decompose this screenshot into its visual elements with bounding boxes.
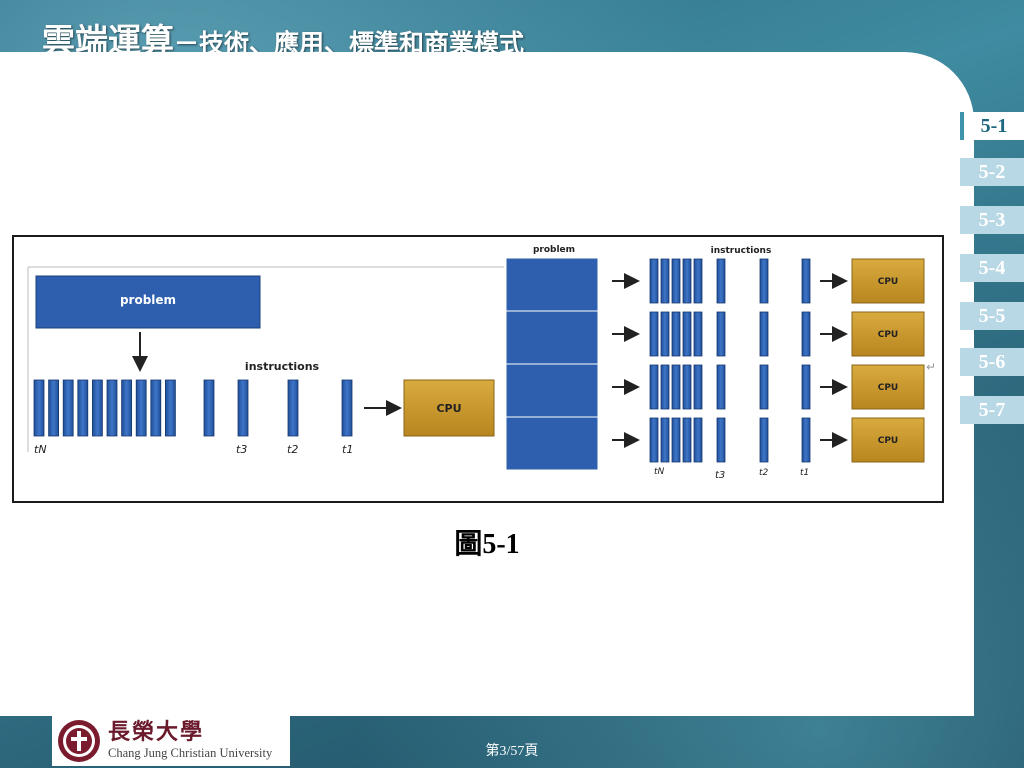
parallel-bar xyxy=(660,258,670,304)
parallel-time-t2: t2 xyxy=(759,468,769,478)
parallel-bar xyxy=(649,417,659,463)
parallel-bar xyxy=(693,364,703,410)
parallel-bar xyxy=(671,417,681,463)
parallel-bar xyxy=(671,364,681,410)
serial-bar xyxy=(287,379,299,437)
parallel-cpu-box xyxy=(851,364,925,410)
parallel-bar xyxy=(649,364,659,410)
serial-time-tN: tN xyxy=(34,443,47,456)
serial-bar xyxy=(92,379,103,437)
serial-instruction-bars xyxy=(33,379,353,437)
parallel-time-tN: tN xyxy=(654,467,665,477)
parallel-cpu-box xyxy=(851,311,925,357)
university-name-en: Chang Jung Christian University xyxy=(108,746,273,760)
parallel-problem-block xyxy=(505,416,599,471)
parallel-cpu-label: CPU xyxy=(878,330,899,340)
serial-bar xyxy=(164,379,176,437)
serial-bar xyxy=(48,379,59,437)
parallel-bar xyxy=(671,311,681,357)
parallel-row: CPU xyxy=(612,364,925,410)
parallel-bar xyxy=(716,364,726,410)
parallel-row: CPU xyxy=(612,258,925,304)
serial-bar xyxy=(62,379,74,437)
parallel-bar xyxy=(682,364,692,410)
parallel-row: CPU xyxy=(612,311,925,357)
parallel-bar xyxy=(671,258,681,304)
parallel-bar xyxy=(693,417,703,463)
parallel-cpu-box xyxy=(851,417,925,463)
nav-item-5-3[interactable]: 5-3 xyxy=(960,206,1024,234)
computing-diagram: problem instructions CPU tN t3 t2 t1 pro… xyxy=(27,245,925,481)
nav-item-5-6[interactable]: 5-6 xyxy=(960,348,1024,376)
university-logo: 長榮大學 Chang Jung Christian University xyxy=(52,716,290,766)
page-number: 第3/57頁 xyxy=(485,744,539,759)
serial-time-t2: t2 xyxy=(287,443,298,456)
serial-time-t3: t3 xyxy=(236,443,247,456)
university-name-zh: 長榮大學 xyxy=(108,720,205,745)
parallel-bar xyxy=(693,258,703,304)
serial-bar xyxy=(106,379,118,437)
paragraph-return-mark: ↵ xyxy=(926,360,937,374)
nav-item-5-4[interactable]: 5-4 xyxy=(960,254,1024,282)
parallel-bar xyxy=(682,311,692,357)
parallel-bar xyxy=(801,258,811,304)
parallel-cpu-label: CPU xyxy=(878,436,899,446)
parallel-bar xyxy=(649,258,659,304)
parallel-rows: CPU CPU CPU CPU xyxy=(612,258,925,463)
serial-bar xyxy=(341,379,353,437)
parallel-bar xyxy=(801,311,811,357)
nav-item-5-7[interactable]: 5-7 xyxy=(960,396,1024,424)
serial-bar xyxy=(237,379,249,437)
serial-bar xyxy=(150,379,162,437)
serial-bar xyxy=(135,379,147,437)
parallel-bar xyxy=(682,417,692,463)
nav-item-5-2[interactable]: 5-2 xyxy=(960,158,1024,186)
parallel-bar xyxy=(716,258,726,304)
parallel-bar xyxy=(660,364,670,410)
parallel-cpu-box xyxy=(851,258,925,304)
parallel-bar xyxy=(649,311,659,357)
nav-item-5-5[interactable]: 5-5 xyxy=(960,302,1024,330)
parallel-time-t3: t3 xyxy=(715,470,725,481)
parallel-problem-block xyxy=(505,310,599,365)
parallel-bar xyxy=(759,417,769,463)
parallel-time-t1: t1 xyxy=(800,468,809,478)
parallel-bar xyxy=(801,364,811,410)
parallel-instructions-label: instructions xyxy=(711,246,772,256)
parallel-cpu-label: CPU xyxy=(878,383,899,393)
parallel-bar xyxy=(693,311,703,357)
parallel-bar xyxy=(682,258,692,304)
parallel-bar xyxy=(759,364,769,410)
parallel-problem-blocks xyxy=(505,257,599,471)
serial-instructions-label: instructions xyxy=(245,360,320,373)
serial-bar xyxy=(33,379,45,437)
parallel-problem-label: problem xyxy=(533,245,575,255)
serial-cpu-label: CPU xyxy=(436,402,461,415)
parallel-bar xyxy=(660,311,670,357)
parallel-bar xyxy=(716,417,726,463)
parallel-cpu-label: CPU xyxy=(878,277,899,287)
serial-bar xyxy=(203,379,215,437)
parallel-problem-block xyxy=(505,257,599,312)
serial-cpu-box xyxy=(403,379,495,437)
serial-bar xyxy=(121,379,132,437)
nav-item-5-1[interactable]: 5-1 xyxy=(960,112,1024,140)
parallel-bar xyxy=(660,417,670,463)
parallel-bar xyxy=(716,311,726,357)
serial-problem-label: problem xyxy=(120,293,176,307)
parallel-row: CPU xyxy=(612,417,925,463)
university-seal-icon xyxy=(58,720,100,762)
figure-caption: 圖5-1 xyxy=(454,529,520,560)
serial-time-t1: t1 xyxy=(342,443,353,456)
parallel-problem-block xyxy=(505,363,599,418)
parallel-bar xyxy=(801,417,811,463)
parallel-bar xyxy=(759,258,769,304)
serial-problem-box xyxy=(35,275,261,329)
serial-bar xyxy=(77,379,89,437)
parallel-bar xyxy=(759,311,769,357)
serial-computing: problem instructions CPU tN t3 t2 t1 xyxy=(27,266,504,456)
figure-5-1: problem instructions CPU tN t3 t2 t1 pro… xyxy=(12,235,944,503)
